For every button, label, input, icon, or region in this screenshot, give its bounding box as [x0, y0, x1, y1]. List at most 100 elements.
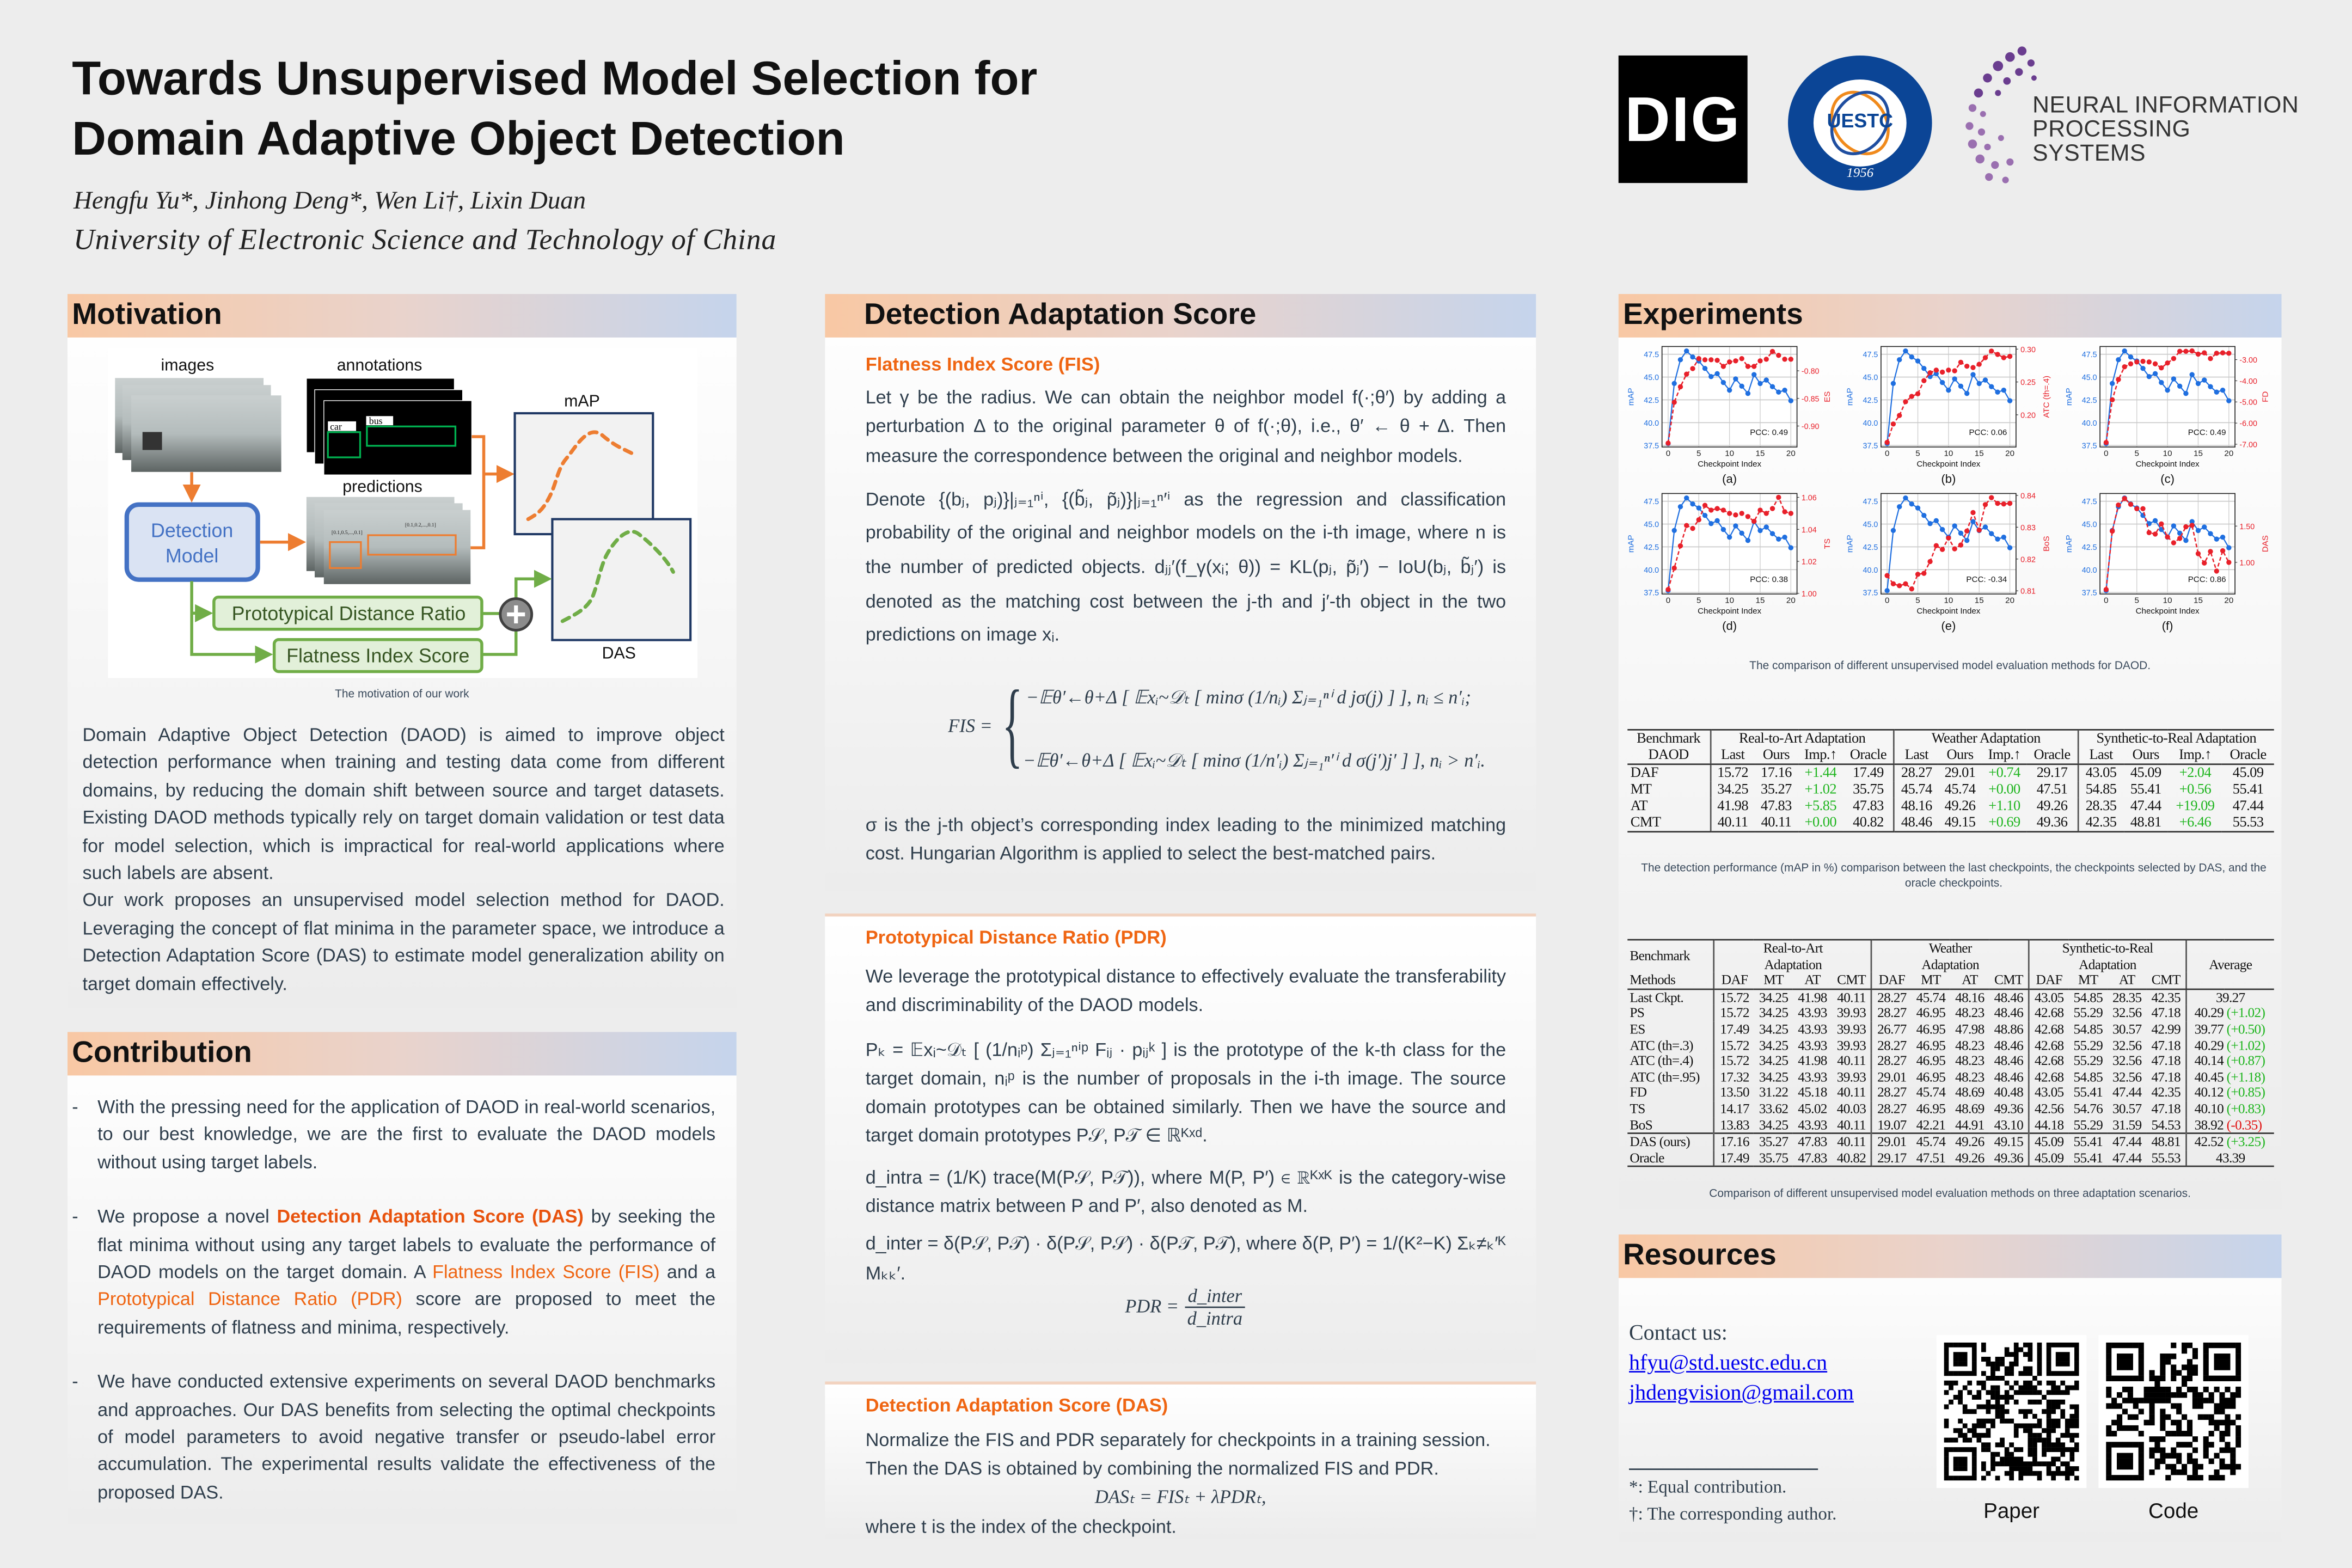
detection-model-label-2: Model — [166, 545, 219, 567]
table-cell: 46.95 — [1916, 1037, 1946, 1052]
x-tick-label: 20 — [2005, 596, 2014, 605]
x-tick-label: 20 — [2224, 449, 2233, 458]
table-cell: 45.09 — [2232, 765, 2264, 782]
table-cell: 42.99 — [2151, 1021, 2180, 1037]
y2-tick-label: 1.00 — [2239, 559, 2255, 567]
metric-point — [2109, 528, 2115, 534]
table-cell: 45.09 — [2028, 1132, 2069, 1150]
x-tick-label: 0 — [1666, 449, 1670, 458]
table-cell: 42.35 — [2077, 814, 2124, 833]
map-point — [2183, 391, 2189, 396]
map-point — [1995, 536, 2000, 542]
y-tick-label: 45.0 — [2082, 373, 2097, 382]
fis-box — [272, 638, 483, 673]
table-cell: 29.17 — [1871, 1150, 1912, 1168]
map-point — [1903, 348, 1908, 354]
table-cell: 49.26 — [1950, 1132, 1989, 1150]
y2-tick-label: 0.84 — [2020, 492, 2036, 500]
pdr-box-label: Prototypical Distance Ratio — [232, 603, 466, 624]
group-header-line: Weather — [1928, 940, 1973, 955]
metric-point — [2128, 361, 2134, 366]
y2-tick-label: -3.00 — [2239, 356, 2257, 365]
metric-point — [1946, 535, 1951, 541]
table-cell: 39.93 — [1836, 1069, 1866, 1085]
column-header: Methods — [1627, 972, 1714, 990]
metric-point — [1946, 367, 1951, 373]
metric-point — [1958, 542, 1964, 548]
table-cell: 32.56 — [2112, 1053, 2142, 1069]
map-point — [1726, 387, 1732, 393]
motivation-paragraph-2: Our work proposes an unsupervised model … — [82, 890, 725, 994]
fis-title: Flatness Index Score (FIS) — [865, 354, 1100, 375]
table-cell: 45.09 — [2028, 1150, 2069, 1168]
table-cell: 40.11 — [1837, 989, 1866, 1005]
table-cell: 49.26 — [1950, 1150, 1989, 1168]
table-cell: 14.17 — [1713, 1101, 1754, 1117]
x-axis-label: Checkpoint Index — [1698, 607, 1761, 616]
y-tick-label: 40.0 — [1644, 419, 1659, 428]
table-cell: 48.46 — [1994, 1053, 2024, 1069]
email-link-1[interactable]: hfyu@std.uestc.edu.cn — [1629, 1351, 1828, 1376]
map-point — [2220, 387, 2226, 393]
metric-point — [2159, 521, 2164, 526]
map-point — [1915, 358, 1921, 364]
table-cell: 45.02 — [1798, 1101, 1827, 1116]
group-header: Synthetic-to-Real Adaptation — [2077, 729, 2274, 748]
table-cell: +6.46 — [2168, 814, 2222, 833]
highlight-das: Detection Adaptation Score (DAS) — [277, 1206, 584, 1228]
y2-tick-label: -6.00 — [2239, 420, 2257, 428]
map-point — [1757, 381, 1763, 387]
y2-tick-label: 0.30 — [2020, 346, 2036, 354]
email-link-2[interactable]: jhdengvision@gmail.com — [1629, 1381, 1854, 1406]
table-cell: +1.02 — [1804, 781, 1837, 798]
das-panel-fis — [825, 293, 1536, 891]
qr-code-code[interactable] — [2098, 1335, 2249, 1489]
x-axis-label: Checkpoint Index — [1916, 460, 1980, 469]
contribution-text-2c: and a — [659, 1261, 716, 1283]
pdr-text: We leverage the prototypical distance to… — [866, 963, 1506, 1289]
x-tick-label: 10 — [1725, 449, 1734, 458]
map-point — [1769, 384, 1775, 389]
experiments-heading: Experiments — [1618, 293, 2282, 338]
table-cell: 17.16 — [1713, 1132, 1754, 1150]
table-cell: 40.82 — [1843, 814, 1894, 833]
map-point — [2183, 538, 2189, 543]
delta-cell: (+0.87) — [2226, 1053, 2265, 1069]
table-cell: 44.18 — [2028, 1117, 2069, 1134]
average-cell: 39.77 — [2185, 1021, 2225, 1038]
contribution-item: -We have conducted extensive experiments… — [72, 1368, 715, 1506]
x-tick-label: 10 — [2163, 596, 2172, 605]
y2-tick-label: -0.90 — [1802, 422, 1820, 431]
x-tick-label: 15 — [1756, 596, 1765, 605]
table-cell: 43.93 — [1798, 1117, 1827, 1132]
table-cell: 43.05 — [2028, 1085, 2069, 1101]
map-point — [1782, 387, 1787, 393]
table-cell: 49.36 — [2027, 814, 2078, 833]
table-cell: 55.41 — [2130, 781, 2161, 798]
row-label: BoS — [1630, 1117, 1653, 1132]
y-tick-label: 42.5 — [1644, 543, 1659, 552]
map-point — [1897, 504, 1902, 510]
y-tick-label: 37.5 — [2082, 589, 2097, 598]
metric-point — [1684, 523, 1689, 528]
metric-point — [2195, 551, 2201, 556]
x-tick-label: 10 — [1944, 596, 1953, 605]
table-cell: 46.95 — [1916, 1101, 1946, 1116]
table-cell: 48.46 — [1994, 1069, 2024, 1085]
column-header: Oracle — [1843, 747, 1894, 765]
metric-point — [1964, 363, 1970, 369]
x-tick-label: 5 — [1915, 449, 1920, 458]
map-point — [2208, 384, 2213, 389]
qr-code-paper[interactable] — [1936, 1335, 2087, 1489]
y-axis-label: mAP — [1846, 388, 1855, 406]
table-cell: 47.51 — [1911, 1150, 1951, 1168]
car-box — [327, 431, 362, 458]
table-cell: +2.04 — [2179, 765, 2212, 782]
map-point — [1970, 519, 1976, 524]
das-panel-das — [825, 1381, 1536, 1539]
map-point — [1927, 521, 1933, 526]
table-cell: 31.22 — [1759, 1085, 1788, 1100]
metric-point — [2220, 350, 2226, 356]
map-point — [1909, 501, 1914, 507]
